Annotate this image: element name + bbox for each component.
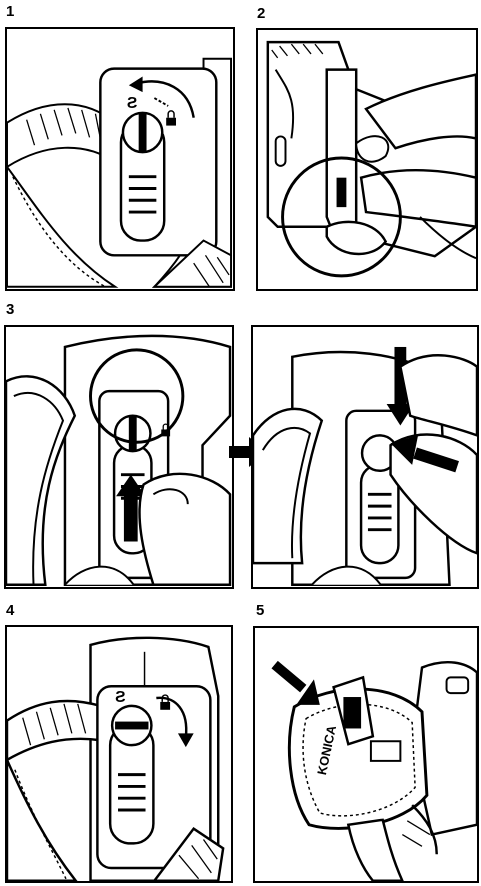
push-up-arrow	[124, 494, 138, 541]
step-5-illustration: KONICA	[255, 628, 477, 881]
strap-upper	[7, 701, 100, 760]
step-3-left-panel	[4, 325, 234, 589]
strap-lower	[7, 167, 115, 287]
step-3a-illustration	[6, 327, 232, 587]
insert-arrow	[271, 661, 306, 693]
finger	[139, 474, 230, 585]
step-3b-illustration	[253, 327, 477, 587]
screw-slot	[139, 114, 147, 151]
step-3-right-panel	[251, 325, 479, 589]
step-2-panel	[256, 28, 478, 291]
step-1-illustration: Ƨ	[7, 29, 233, 289]
step-2-illustration	[258, 30, 476, 289]
step-1-number: 1	[6, 4, 14, 19]
step-1-panel: Ƨ	[5, 27, 235, 291]
release-symbol: Ƨ	[115, 689, 126, 706]
step-4-illustration: Ƨ	[7, 627, 231, 881]
step-2-number: 2	[257, 6, 265, 21]
step-5-number: 5	[256, 603, 264, 618]
strap-upper	[7, 104, 115, 167]
screw-slot-horizontal	[115, 722, 148, 730]
step-3-number: 3	[6, 302, 14, 317]
step-5-panel: KONICA	[253, 626, 479, 883]
release-symbol: Ƨ	[127, 95, 138, 112]
step-4-number: 4	[6, 603, 14, 618]
step-4-panel: Ƨ	[5, 625, 233, 883]
